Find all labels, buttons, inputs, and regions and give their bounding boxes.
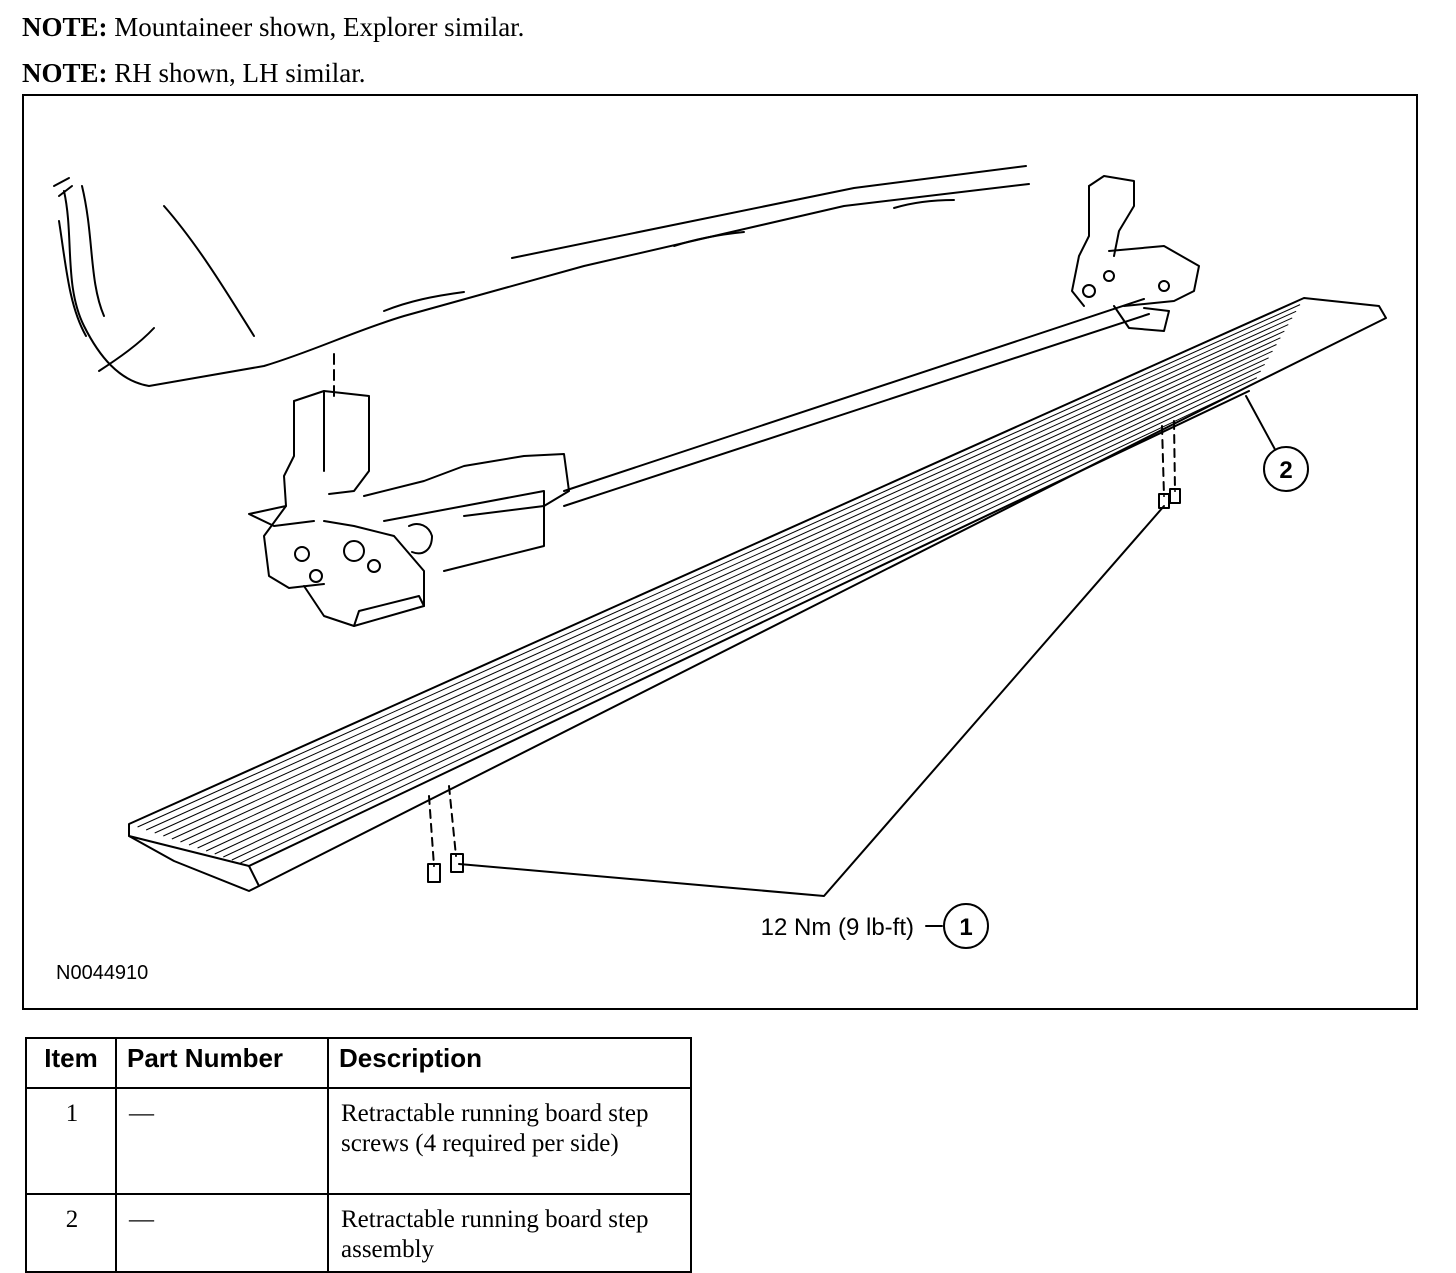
running-board-illustration: 2 12 Nm (9 lb-ft) 1 N0044910 bbox=[53, 165, 1387, 984]
leader-lines bbox=[458, 395, 1285, 927]
table-row: 2 — Retractable running board step assem… bbox=[25, 1193, 692, 1273]
tread-rib bbox=[171, 330, 1285, 840]
callout-2-number: 2 bbox=[1279, 457, 1292, 484]
tread-rib bbox=[137, 304, 1301, 828]
cell-description: Retractable running board step assembly bbox=[327, 1193, 692, 1273]
note-rh-lh: NOTE: RH shown, LH similar. bbox=[22, 58, 366, 88]
tread-rib bbox=[145, 310, 1297, 831]
tread-ribs bbox=[137, 304, 1301, 864]
header-part-number: Part Number bbox=[115, 1037, 329, 1089]
step-screws bbox=[427, 420, 1181, 883]
figure-id: N0044910 bbox=[56, 962, 148, 984]
rear-mounting-bracket bbox=[1071, 175, 1200, 332]
front-mounting-bracket bbox=[248, 298, 1150, 627]
cell-item: 2 bbox=[25, 1193, 117, 1273]
note-label: NOTE: bbox=[22, 58, 108, 88]
tread-rib bbox=[197, 350, 1273, 849]
cell-item: 1 bbox=[25, 1087, 117, 1195]
tread-rib bbox=[154, 317, 1293, 834]
note-text: Mountaineer shown, Explorer similar. bbox=[114, 12, 525, 42]
note-text: RH shown, LH similar. bbox=[114, 58, 366, 88]
tread-rib bbox=[188, 344, 1277, 846]
tread-rib bbox=[231, 377, 1258, 861]
tread-rib bbox=[205, 357, 1269, 852]
running-board-step bbox=[128, 297, 1387, 892]
table-row: 1 — Retractable running board step screw… bbox=[25, 1087, 692, 1195]
vehicle-body-outline bbox=[53, 165, 1030, 387]
note-label: NOTE: bbox=[22, 12, 108, 42]
tread-rib bbox=[223, 370, 1261, 858]
cell-part-number: — bbox=[115, 1193, 329, 1273]
cell-part-number: — bbox=[115, 1087, 329, 1195]
note-mountaineer: NOTE: Mountaineer shown, Explorer simila… bbox=[22, 12, 524, 42]
torque-spec: 12 Nm (9 lb-ft) bbox=[761, 914, 914, 941]
callout-1: 12 Nm (9 lb-ft) 1 bbox=[761, 903, 989, 949]
header-description: Description bbox=[327, 1037, 692, 1089]
tread-rib bbox=[240, 383, 1254, 864]
illustration-frame: 2 12 Nm (9 lb-ft) 1 N0044910 bbox=[22, 94, 1418, 1010]
parts-table: Item Part Number Description 1 — Retract… bbox=[25, 1037, 692, 1273]
tread-rib bbox=[214, 363, 1265, 855]
callout-2: 2 bbox=[1263, 446, 1309, 492]
table-header-row: Item Part Number Description bbox=[25, 1037, 692, 1089]
cell-description: Retractable running board step screws (4… bbox=[327, 1087, 692, 1195]
callout-1-number: 1 bbox=[959, 914, 972, 941]
tread-rib bbox=[180, 337, 1281, 843]
tread-rib bbox=[163, 324, 1289, 837]
header-item: Item bbox=[25, 1037, 117, 1089]
